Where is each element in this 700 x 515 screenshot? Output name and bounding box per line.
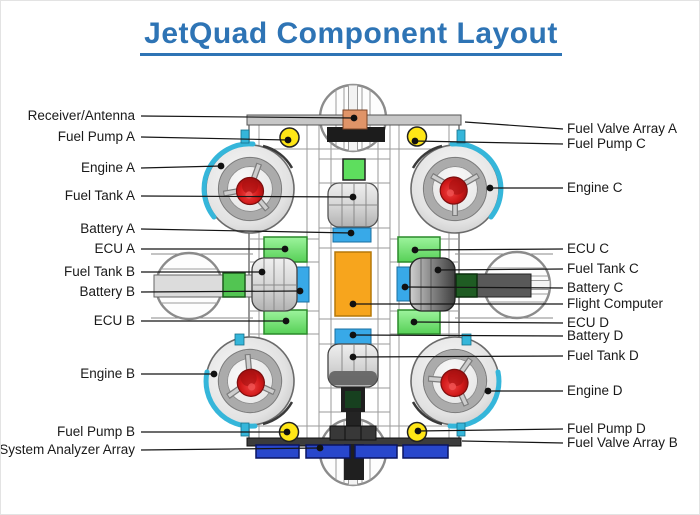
leader-dot-flight-computer: [349, 300, 357, 308]
leader-dot-fuel-tank-c: [434, 266, 442, 274]
fuel-tank-a-graphic: [327, 182, 379, 228]
leader-dot-engine-d: [484, 387, 492, 395]
label-fuel-tank-a: Fuel Tank A: [64, 188, 135, 203]
leader-fuel-tank-c: [437, 268, 564, 271]
leader-dot-ecu-d: [410, 318, 418, 326]
label-battery-c: Battery C: [567, 280, 624, 295]
leader-engine-a: [140, 165, 222, 169]
label-engine-a: Engine A: [80, 160, 135, 175]
leader-dot-fuel-pump-b: [283, 428, 291, 436]
label-ecu-b: ECU B: [93, 313, 135, 328]
leader-fuel-valve-array-b: [461, 440, 564, 444]
leader-fuel-pump-a: [140, 136, 289, 141]
label-fuel-pump-b: Fuel Pump B: [56, 424, 135, 439]
leader-receiver-antenna: [140, 115, 355, 119]
engine-mount-arcs: [262, 144, 443, 426]
right-arm-valve-block: [455, 273, 478, 298]
label-fuel-tank-c: Fuel Tank C: [567, 261, 639, 276]
leader-dot-fuel-tank-d: [349, 353, 357, 361]
label-fuel-pump-a: Fuel Pump A: [57, 129, 135, 144]
label-battery-b: Battery B: [79, 284, 135, 299]
leader-dot-engine-c: [486, 184, 494, 192]
leader-dot-fuel-pump-a: [284, 136, 292, 144]
leader-dot-battery-a: [347, 229, 355, 237]
leader-dot-battery-d: [349, 331, 357, 339]
leader-dot-system-analyzer-array: [316, 444, 324, 452]
leader-dot-fuel-tank-a: [349, 193, 357, 201]
label-battery-a: Battery A: [80, 221, 135, 236]
leader-fuel-valve-array-a: [464, 121, 564, 130]
leader-dot-engine-b: [210, 370, 218, 378]
label-battery-d: Battery D: [567, 328, 624, 343]
left-rotor: [151, 251, 253, 321]
label-receiver-antenna: Receiver/Antenna: [27, 108, 135, 123]
leader-battery-b: [140, 290, 301, 293]
leader-dot-receiver-antenna: [350, 114, 358, 122]
label-fuel-tank-b: Fuel Tank B: [63, 264, 135, 279]
leader-dot-fuel-pump-d: [414, 427, 422, 435]
leader-ecu-c: [414, 248, 564, 251]
label-ecu-c: ECU C: [567, 241, 610, 256]
leader-battery-c: [404, 286, 564, 289]
label-ecu-d: ECU D: [567, 315, 610, 330]
title-area: JetQuad Component Layout: [1, 17, 699, 56]
leader-dot-fuel-pump-c: [411, 137, 419, 145]
leader-dot-ecu-a: [281, 245, 289, 253]
leader-battery-a: [140, 228, 352, 234]
leader-fuel-pump-c: [414, 140, 564, 145]
label-engine-b: Engine B: [80, 366, 135, 381]
label-fuel-pump-d: Fuel Pump D: [567, 421, 646, 436]
leader-dot-battery-b: [296, 287, 304, 295]
leader-dot-engine-a: [217, 162, 225, 170]
label-fuel-valve-array-a: Fuel Valve Array A: [567, 121, 678, 136]
right-rotor: [455, 250, 553, 320]
right-arm: [452, 273, 532, 298]
label-fuel-valve-array-b: Fuel Valve Array B: [567, 435, 678, 450]
leader-dot-ecu-b: [282, 317, 290, 325]
leader-dot-ecu-c: [411, 246, 419, 254]
fuel-tank-d-graphic: [327, 343, 379, 388]
label-system-analyzer-array: System Analyzer Array: [0, 442, 135, 457]
label-ecu-a: ECU A: [94, 241, 135, 256]
leader-fuel-tank-a: [140, 195, 354, 198]
page-title: JetQuad Component Layout: [140, 17, 562, 56]
label-fuel-tank-d: Fuel Tank D: [567, 348, 639, 363]
leader-dot-fuel-tank-b: [258, 268, 266, 276]
fuel-tank-b-graphic: [251, 257, 298, 312]
callout-leader-lines: [140, 114, 564, 452]
fuel-tank-c-graphic: [409, 257, 456, 312]
leader-system-analyzer-array: [140, 447, 321, 451]
left-arm-valve-block: [222, 272, 246, 298]
top-valve-block: [342, 158, 366, 181]
label-flight-computer: Flight Computer: [567, 296, 664, 311]
left-arm: [153, 272, 255, 298]
label-engine-c: Engine C: [567, 180, 623, 195]
leader-dot-battery-c: [401, 283, 409, 291]
leader-fuel-tank-d: [352, 355, 564, 358]
label-engine-d: Engine D: [567, 383, 623, 398]
leader-battery-d: [352, 334, 564, 337]
label-fuel-pump-c: Fuel Pump C: [567, 136, 646, 151]
leader-ecu-d: [413, 321, 564, 324]
leader-fuel-pump-d: [417, 428, 564, 432]
